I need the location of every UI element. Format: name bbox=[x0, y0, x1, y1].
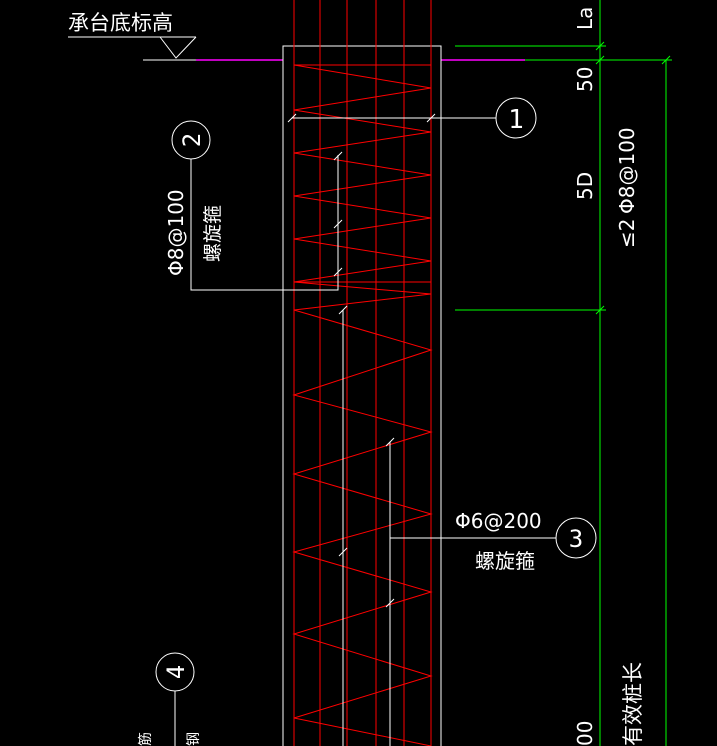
dim-5d-text: 5D bbox=[573, 172, 597, 200]
longitudinal-rebars bbox=[293, 0, 432, 746]
pile-outline bbox=[282, 45, 442, 746]
cap-elevation-marker: 承台底标高 bbox=[68, 11, 525, 61]
sparse-zone-leaders bbox=[338, 305, 395, 746]
callout-1-number: 1 bbox=[508, 105, 524, 135]
effective-pile-length-text: 有效桩长 bbox=[621, 662, 645, 746]
dimension-texts: La 50 5D ≤2 Φ8@100 有效桩长 00 bbox=[573, 7, 645, 746]
dim-50-text: 50 bbox=[573, 67, 597, 92]
callout-1: 1 bbox=[287, 97, 537, 139]
callout-2: 2 Φ8@100 螺旋箍 bbox=[164, 120, 343, 291]
spiral-stirrup-label-left: 螺旋箍 bbox=[202, 205, 224, 262]
phi8-100-label: Φ8@100 bbox=[164, 189, 188, 276]
bottom-left-text: 筋 bbox=[137, 732, 154, 746]
dimension-lines bbox=[455, 0, 672, 746]
spiral-stirrup-label-right: 螺旋箍 bbox=[475, 549, 535, 573]
callout-3: 3 Φ6@200 螺旋箍 bbox=[390, 509, 597, 573]
cap-bottom-elevation-label: 承台底标高 bbox=[68, 11, 173, 35]
bottom-dim-text: 00 bbox=[573, 721, 597, 746]
callout-2-number: 2 bbox=[178, 133, 206, 147]
spiral-sparse-zone bbox=[292, 309, 433, 746]
callout-4: 4 筋 钢 bbox=[137, 652, 202, 746]
spiral-dense-zone bbox=[293, 64, 432, 311]
callout-3-circle bbox=[555, 517, 597, 559]
callout-3-number: 3 bbox=[569, 525, 583, 553]
callout-4-number: 4 bbox=[162, 665, 190, 679]
dim-le2-text: ≤2 bbox=[615, 219, 639, 248]
dim-la-text: La bbox=[573, 7, 597, 30]
bottom-mid-text: 钢 bbox=[186, 732, 202, 746]
dim-phi8-100-text: Φ8@100 bbox=[615, 127, 639, 214]
phi6-200-label: Φ6@200 bbox=[455, 509, 542, 533]
callout-1-circle bbox=[495, 97, 537, 139]
